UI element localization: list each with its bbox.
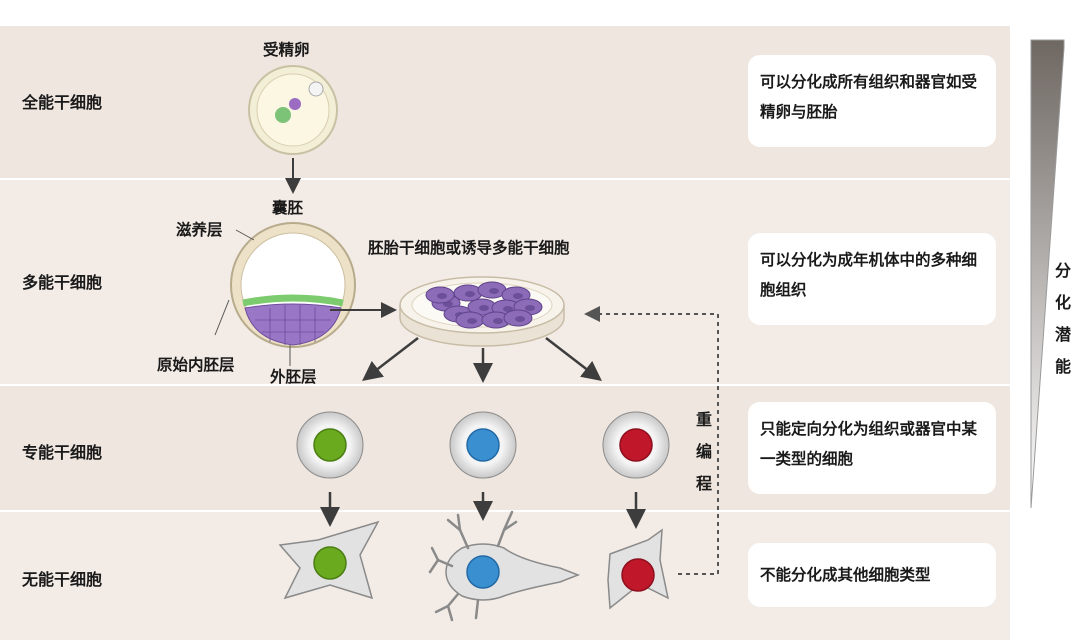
- leader-primitive-endoderm: [214, 299, 230, 336]
- desc-multipotent: 只能定向分化为组织或器官中某一类型的细胞: [748, 402, 996, 494]
- row-label-pluripotent: 多能干细胞: [22, 273, 103, 292]
- dish-cell-nucleus: [467, 318, 477, 324]
- zygote-icon: [248, 65, 338, 155]
- desc-nullipotent: 不能分化成其他细胞类型: [748, 543, 996, 607]
- label-primitive-endoderm: 原始内胚层: [157, 356, 235, 374]
- dish-cell-nucleus: [493, 318, 503, 324]
- dish-cell-nucleus: [437, 293, 447, 299]
- label-trophoblast: 滋养层: [176, 221, 223, 239]
- label-reprogramming: 重编程: [695, 410, 712, 493]
- label-zygote: 受精卵: [263, 41, 310, 59]
- row-label-nullipotent: 无能干细胞: [22, 570, 103, 589]
- dish-cell-nucleus: [479, 305, 489, 311]
- red-differentiated-cell: [607, 528, 670, 610]
- red-progenitor-cell: [602, 411, 670, 479]
- dish-cell-nucleus: [525, 305, 535, 311]
- label-potency: 分化潜能: [1054, 261, 1071, 376]
- neuron-cell: [428, 510, 581, 622]
- label-blastocyst: 囊胚: [272, 199, 304, 217]
- dish-cell-nucleus: [513, 293, 523, 299]
- dish-cell-nucleus: [489, 288, 499, 294]
- row-label-multipotent: 专能干细胞: [22, 443, 103, 462]
- potency-gradient-bar: [1030, 39, 1065, 509]
- dish-cell-nucleus: [503, 306, 513, 312]
- arrow-dish-to-red-cell: [545, 337, 602, 382]
- desc-pluripotent: 可以分化为成年机体中的多种细胞组织: [748, 233, 996, 325]
- label-dish: 胚胎干细胞或诱导多能干细胞: [368, 239, 570, 257]
- arrow-dish-to-green-cell: [362, 337, 419, 382]
- dish-cell-nucleus: [465, 291, 475, 297]
- dish-cell-colony: [425, 281, 543, 329]
- desc-totipotent: 可以分化成所有组织和器官如受精卵与胚胎: [748, 55, 996, 147]
- fibroblast-cell: [278, 520, 380, 600]
- dish-cell-nucleus: [515, 316, 525, 322]
- blastocyst-icon: [230, 222, 356, 348]
- green-progenitor-cell: [296, 411, 364, 479]
- leader-trophoblast: [235, 229, 255, 241]
- label-ectoderm: 外胚层: [270, 368, 317, 386]
- row-label-totipotent: 全能干细胞: [22, 93, 103, 112]
- reprogramming-arrow: [584, 306, 719, 575]
- blue-progenitor-cell: [449, 411, 517, 479]
